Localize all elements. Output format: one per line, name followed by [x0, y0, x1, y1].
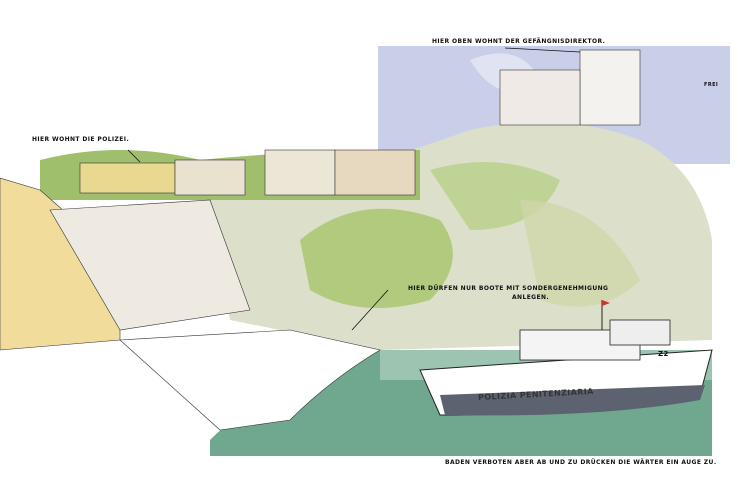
building — [334, 149, 416, 196]
building — [174, 159, 246, 196]
building — [79, 162, 176, 194]
prison-building — [499, 69, 581, 126]
building — [264, 149, 336, 196]
director-note: HIER OBEN WOHNT DER GEFÄNGNISDIREKTOR. — [432, 38, 606, 45]
fortress — [579, 49, 641, 126]
free-note: FREI — [704, 82, 719, 88]
rocks — [119, 329, 381, 431]
bathing-note: BADEN VERBOTEN ABER AB UND ZU DRÜCKEN DI… — [445, 459, 717, 466]
pointer-line — [127, 149, 141, 163]
greenery — [520, 200, 640, 307]
boats-note: HIER DÜRFEN NUR BOOTE MIT SONDERGENEHMIG… — [408, 285, 609, 292]
pointer-line — [351, 289, 389, 331]
boat-number: Z2 — [658, 350, 669, 358]
police-note: HIER WOHNT DIE POLIZEI. — [32, 136, 130, 143]
police-boat — [419, 300, 713, 416]
boats-note-line2: ANLEGEN. — [512, 294, 550, 301]
houses — [49, 199, 251, 331]
greenery — [300, 208, 453, 308]
pointer-line — [504, 47, 581, 53]
